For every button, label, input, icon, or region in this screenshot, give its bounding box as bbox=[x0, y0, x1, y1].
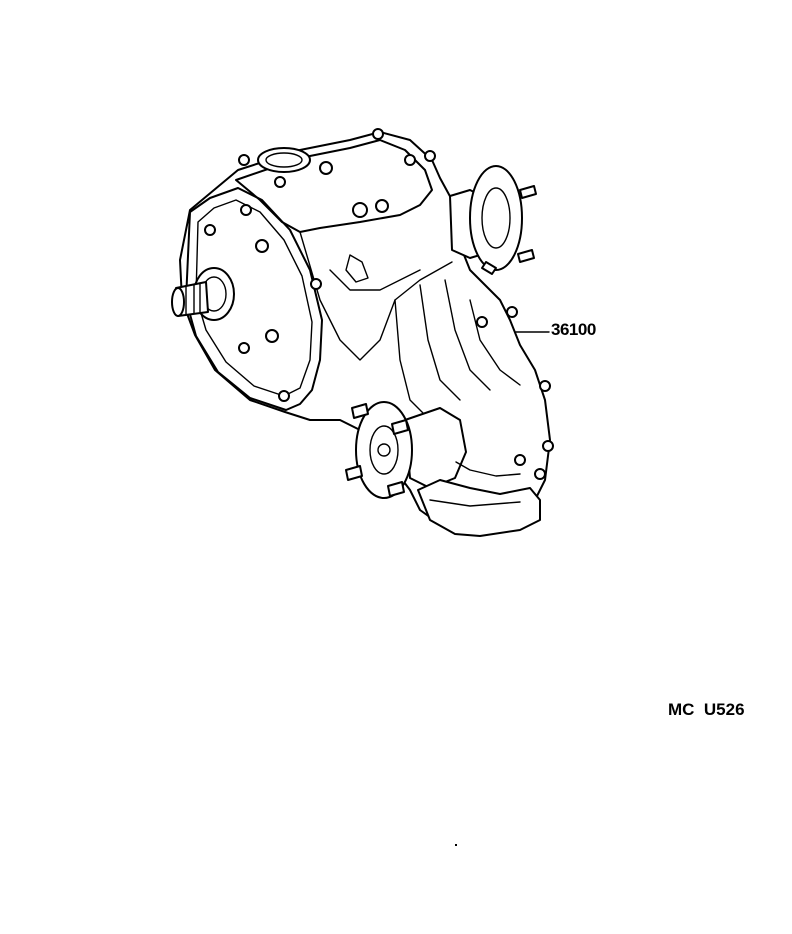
front-output-flange bbox=[345, 401, 467, 499]
part-number-label: 36100 bbox=[551, 320, 596, 339]
rear-output-flange bbox=[449, 165, 537, 275]
oil-pan bbox=[417, 461, 541, 537]
diagram-reference-code: MC U526 bbox=[668, 700, 745, 719]
stray-mark bbox=[455, 844, 457, 846]
input-shaft bbox=[171, 267, 235, 321]
